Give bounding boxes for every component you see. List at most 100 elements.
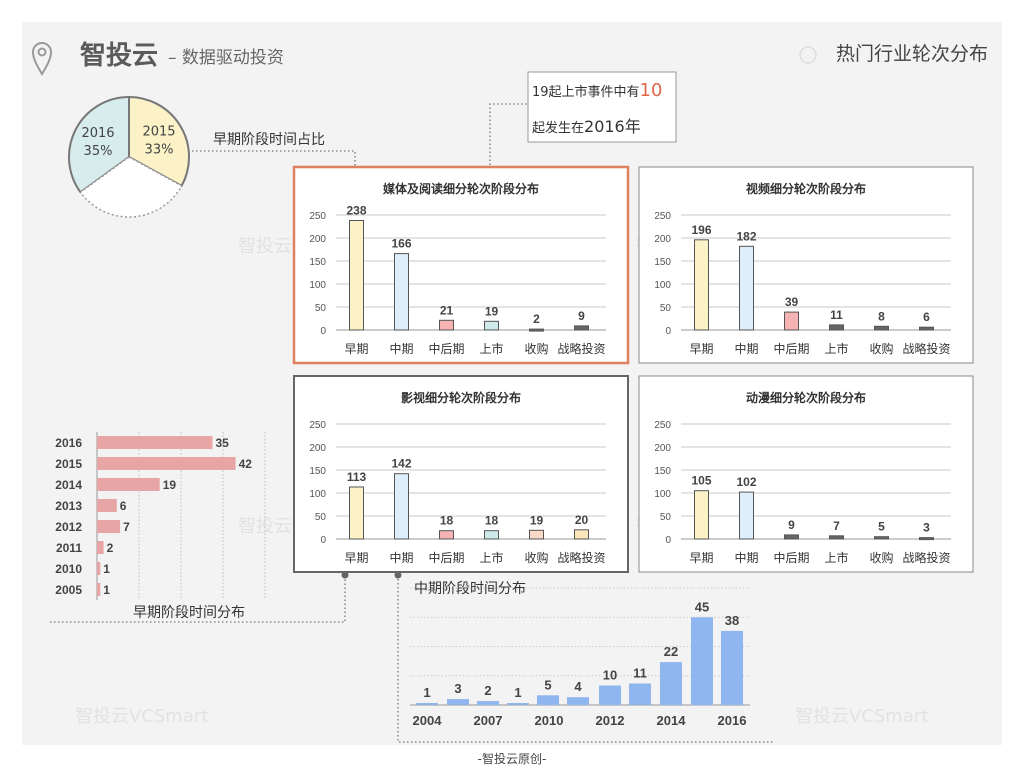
- data-label: 20: [575, 513, 589, 527]
- x-tick-label: 战略投资: [557, 550, 605, 565]
- data-label: 11: [633, 666, 647, 681]
- ipo-callout: 19起上市事件中有10 起发生在2016年: [527, 71, 677, 143]
- bar: [529, 328, 544, 332]
- pie-slice: [68, 95, 130, 194]
- bar: [439, 530, 454, 540]
- y-tick-label: 150: [309, 257, 326, 268]
- bar: [829, 324, 844, 331]
- hbar: [97, 520, 121, 533]
- data-label: 6: [923, 310, 930, 324]
- data-label: 105: [691, 474, 711, 488]
- bar: [874, 325, 889, 331]
- data-label: 11: [830, 308, 843, 322]
- bar: [394, 253, 409, 331]
- pie-slice-label: 2016: [81, 126, 114, 141]
- data-label: 21: [440, 303, 454, 317]
- y-tick-label: 50: [315, 303, 327, 314]
- chart-title: 媒体及阅读细分轮次阶段分布: [383, 181, 539, 196]
- data-label: 238: [346, 204, 366, 218]
- bar: [721, 630, 743, 705]
- video-bar-chart: 视频细分轮次阶段分布050100150200250196早期182中期39中后期…: [654, 181, 951, 356]
- data-label: 18: [485, 514, 499, 528]
- y-tick-label: 0: [665, 535, 671, 546]
- data-label: 45: [695, 599, 709, 614]
- data-label: 1: [103, 583, 110, 597]
- brand-name: 智投云: [80, 41, 158, 71]
- x-tick-label: 2012: [596, 713, 625, 728]
- x-tick-label: 收购: [524, 550, 548, 565]
- data-label: 19: [530, 513, 544, 527]
- y-tick-label: 0: [320, 535, 326, 546]
- film-panel-frame: [293, 375, 629, 573]
- hbar: [97, 478, 160, 491]
- bar: [739, 491, 754, 540]
- y-tick-label: 2013: [55, 499, 82, 513]
- y-tick-label: 250: [309, 420, 326, 431]
- bar: [739, 245, 754, 331]
- x-tick-label: 2014: [657, 713, 687, 728]
- bar: [691, 617, 713, 706]
- hbar: [97, 541, 104, 554]
- bar: [919, 537, 934, 541]
- y-tick-label: 2015: [55, 457, 82, 471]
- y-tick-label: 2016: [55, 436, 82, 450]
- y-tick-label: 200: [309, 443, 326, 454]
- data-label: 7: [123, 520, 130, 534]
- bar: [574, 529, 589, 540]
- data-label: 6: [120, 499, 127, 513]
- chart-title: 影视细分轮次阶段分布: [401, 390, 521, 405]
- anime-bar-chart: 动漫细分轮次阶段分布050100150200250105早期102中期9中后期7…: [654, 390, 951, 565]
- data-label: 10: [603, 668, 617, 683]
- y-tick-label: 100: [654, 489, 671, 500]
- data-label: 142: [391, 457, 411, 471]
- x-tick-label: 2016: [718, 713, 747, 728]
- data-label: 3: [923, 521, 930, 535]
- y-tick-label: 2005: [55, 583, 82, 597]
- y-tick-label: 200: [309, 234, 326, 245]
- x-tick-label: 收购: [869, 341, 893, 356]
- data-label: 9: [788, 518, 795, 532]
- logo-mark-icon: [799, 46, 817, 64]
- pie-slice: [79, 156, 183, 218]
- data-label: 1: [423, 685, 430, 700]
- x-tick-label: 早期: [344, 551, 368, 565]
- watermark: 智投云VCSmart: [795, 706, 928, 727]
- data-label: 38: [725, 613, 739, 628]
- y-tick-label: 200: [654, 443, 671, 454]
- y-tick-label: 50: [660, 512, 672, 523]
- watermark: 智投云VCSmart: [75, 706, 208, 727]
- hbar: [97, 562, 101, 575]
- data-label: 4: [574, 679, 582, 694]
- callout-line1: 19起上市事件中有10: [532, 80, 662, 101]
- bar: [694, 239, 709, 331]
- pie-label: 早期阶段时间占比: [213, 132, 325, 148]
- x-tick-label: 中期: [389, 341, 413, 356]
- y-tick-label: 250: [654, 211, 671, 222]
- x-tick-label: 战略投资: [557, 341, 605, 356]
- media-panel-frame: [292, 165, 630, 365]
- bar: [529, 529, 544, 540]
- y-tick-label: 2012: [55, 520, 82, 534]
- x-tick-label: 上市: [824, 550, 848, 565]
- bar: [874, 536, 889, 540]
- location-pin-icon: [31, 42, 53, 76]
- bar: [537, 695, 559, 706]
- x-tick-label: 2007: [474, 713, 503, 728]
- y-tick-label: 0: [665, 326, 671, 337]
- bar: [439, 319, 454, 331]
- y-tick-label: 2014: [55, 478, 82, 492]
- data-label: 39: [785, 295, 799, 309]
- bar: [484, 320, 499, 331]
- bar: [507, 703, 529, 705]
- x-tick-label: 早期: [689, 551, 713, 565]
- bar: [694, 490, 709, 540]
- y-tick-label: 150: [654, 466, 671, 477]
- y-tick-label: 250: [309, 211, 326, 222]
- x-tick-label: 早期: [344, 342, 368, 356]
- x-tick-label: 上市: [824, 341, 848, 356]
- data-label: 19: [163, 478, 177, 492]
- hbar: [97, 436, 213, 449]
- bar: [416, 703, 438, 705]
